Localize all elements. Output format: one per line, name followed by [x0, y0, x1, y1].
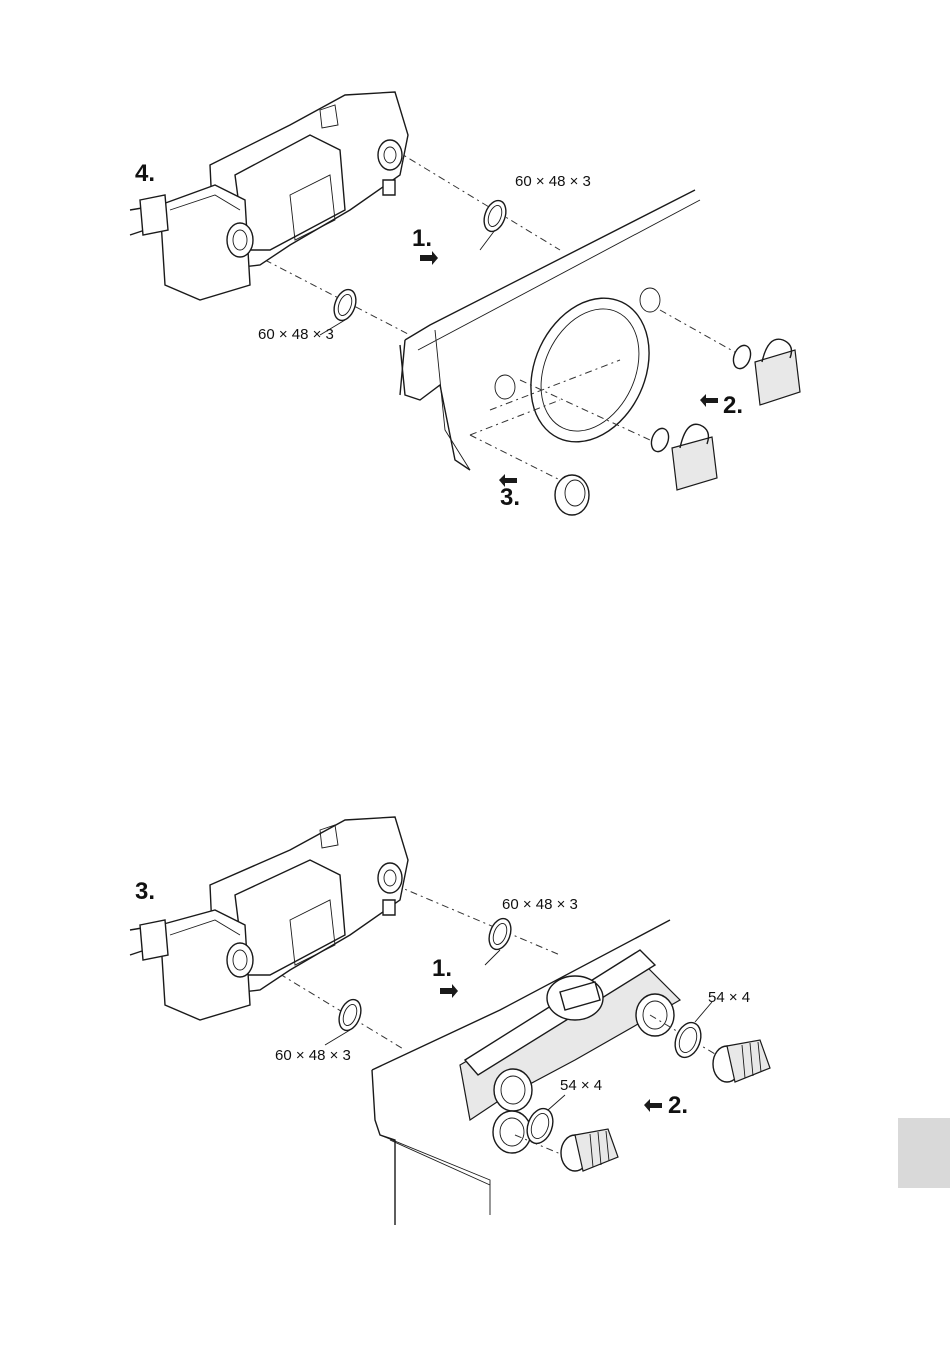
o-ring-upper-2: [485, 916, 515, 953]
arrow-step-1-b: [440, 984, 458, 998]
dimension-oring-lower-b: 60 × 48 × 3: [275, 1047, 351, 1064]
pump-body-1: [130, 92, 408, 300]
pump-body-2: [130, 817, 408, 1020]
dimension-oring-upper-b: 60 × 48 × 3: [502, 896, 578, 913]
step-1-label: 1.: [412, 225, 432, 253]
arrow-step-2: [700, 394, 718, 407]
arrow-step-2-b: [644, 1099, 662, 1112]
page-edge-tab: [898, 1118, 950, 1188]
figure-pump-installation-2: 3. 1. 2. 60 × 48 × 3 60 × 48 × 3 54 × 4 …: [0, 760, 950, 1260]
o-ring-lower-2: [335, 997, 365, 1034]
drawing-pump-assembly-2: [0, 760, 950, 1260]
o-ring-upper-1: [480, 198, 510, 235]
cap-nut: [555, 475, 589, 515]
step-1-label-b: 1.: [432, 955, 452, 983]
dimension-oring-upper: 60 × 48 × 3: [515, 173, 591, 190]
step-2-label: 2.: [723, 392, 743, 420]
dimension-seal-lower: 54 × 4: [560, 1077, 602, 1094]
dimension-seal-upper: 54 × 4: [708, 989, 750, 1006]
valve-manifold: [460, 950, 680, 1153]
step-3-label: 3.: [500, 484, 520, 512]
seal-ring-54-upper: [671, 1019, 706, 1061]
arrow-step-1: [420, 251, 438, 265]
step-2-label-b: 2.: [668, 1092, 688, 1120]
dimension-oring-lower: 60 × 48 × 3: [258, 326, 334, 343]
drawing-pump-assembly-1: [0, 0, 950, 620]
blanking-plug-upper: [755, 339, 800, 405]
strainer-lower: [561, 1129, 618, 1171]
o-ring-lower-1: [330, 287, 360, 324]
step-4-label: 4.: [135, 160, 155, 188]
blanking-plug-lower: [672, 424, 717, 490]
step-3-label-b: 3.: [135, 878, 155, 906]
strainer-upper: [713, 1040, 770, 1082]
figure-pump-installation-1: 4. 1. 2. 3. 60 × 48 × 3 60 × 48 × 3: [0, 0, 950, 620]
